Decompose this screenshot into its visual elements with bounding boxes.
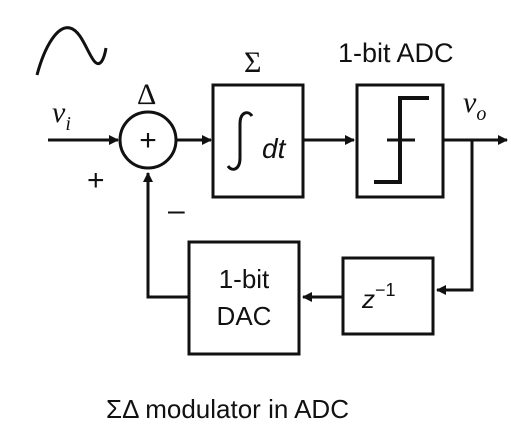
step-function-icon [374,96,429,184]
delay-label: z−1 [361,280,396,314]
input-label: vi [52,96,71,135]
feedback-minus-sign: – [168,194,185,227]
dac-label-line2: DAC [217,301,272,331]
integral-sign-icon [226,111,254,171]
integrator-dt-label: dt [262,133,287,164]
delta-label: Δ [137,78,156,111]
dac-label-line1: 1-bit [219,264,270,294]
feedback-tap-line [436,140,474,295]
output-label: vo [463,86,486,125]
adc-label: 1-bit ADC [338,38,454,68]
integrator-block [211,83,305,199]
input-plus-sign: + [87,164,105,197]
sine-wave-icon [35,26,108,76]
sigma-label: Σ [244,46,261,79]
dac-to-summer-line [143,172,189,299]
summer-plus-sign: + [139,124,157,157]
dac-block [187,240,301,356]
diagram-caption: ΣΔ modulator in ADC [106,394,349,424]
